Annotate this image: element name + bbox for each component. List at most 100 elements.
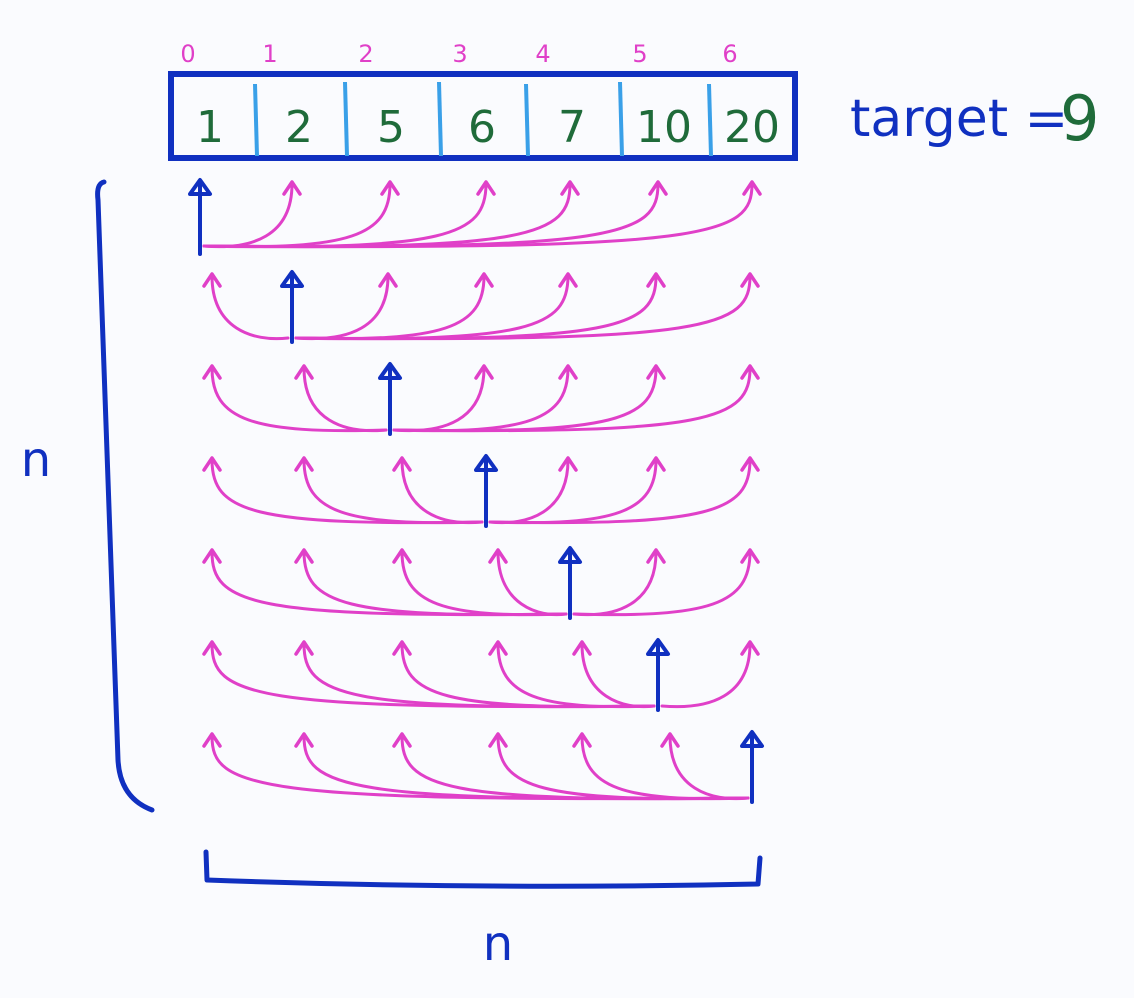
pair-arrow-head-row-5-col-6 [740,640,760,656]
array-value-2: 5 [377,102,405,153]
rows-count-label: n [21,432,51,488]
pair-arrow-head-row-0-col-1 [282,180,302,196]
pair-arrow-head-row-0-col-4 [560,180,580,196]
pair-arrow-head-row-2-col-5 [646,364,666,380]
pair-arrow-row-1-col-6 [294,274,752,341]
pair-arrow-row-6-col-0 [210,734,750,801]
pair-arrow-row-5-col-2 [400,642,656,709]
pair-arrow-head-row-3-col-6 [740,456,760,472]
index-label-1: 1 [262,40,277,68]
pair-arrow-head-row-6-col-0 [202,732,222,748]
pointer-arrow-head-row-3 [474,454,498,472]
pair-arrow-head-row-6-col-5 [660,732,680,748]
pair-arrow-row-0-col-2 [202,182,392,249]
pair-arrow-head-row-1-col-2 [378,272,398,288]
pair-arrow-row-4-col-6 [572,550,752,617]
pair-arrow-head-row-6-col-4 [572,732,592,748]
pair-arrow-head-row-1-col-4 [558,272,578,288]
pair-arrow-head-row-4-col-0 [202,548,222,564]
index-label-6: 6 [722,40,737,68]
pair-arrow-row-0-col-1 [202,182,294,249]
pair-arrow-head-row-5-col-0 [202,640,222,656]
pair-arrow-head-row-5-col-2 [392,640,412,656]
pair-arrow-head-row-4-col-6 [740,548,760,564]
pair-arrow-head-row-3-col-5 [646,456,666,472]
array-divider [437,81,443,157]
array-divider [343,81,349,157]
pair-arrow-head-row-0-col-6 [742,180,762,196]
pair-arrow-row-2-col-1 [302,366,388,433]
pair-arrow-row-5-col-4 [580,642,656,709]
pair-arrow-row-2-col-3 [392,366,486,433]
pair-arrow-head-row-5-col-1 [294,640,314,656]
pair-arrow-head-row-0-col-3 [476,180,496,196]
pair-arrow-row-4-col-0 [210,550,568,617]
pair-arrow-head-row-2-col-4 [558,364,578,380]
pair-arrow-row-4-col-2 [400,550,568,617]
pair-arrow-head-row-1-col-5 [646,272,666,288]
pair-arrow-row-4-col-1 [302,550,568,617]
pair-arrow-row-2-col-6 [392,366,752,433]
pair-arrow-head-row-3-col-4 [558,456,578,472]
pointer-arrow-head-row-2 [378,362,402,380]
array-divider [618,81,624,157]
array-value-3: 6 [468,102,496,153]
pair-arrow-head-row-6-col-2 [392,732,412,748]
cols-bracket [203,849,763,889]
pointer-arrow-head-row-0 [188,178,212,196]
pair-arrow-head-row-5-col-3 [488,640,508,656]
pair-arrow-row-3-col-2 [400,458,484,525]
index-labels: 0 1 2 3 4 5 6 [180,40,737,68]
index-label-0: 0 [180,40,195,68]
array-value-1: 2 [285,102,313,153]
array-box: 1 2 5 6 7 10 20 [168,71,798,161]
array-value-0: 1 [196,102,224,153]
pair-arrow-head-row-4-col-1 [294,548,314,564]
array-outline [168,71,798,161]
pair-arrow-head-row-1-col-6 [740,272,760,288]
pair-arrows [202,180,762,801]
pair-arrow-head-row-0-col-2 [380,180,400,196]
array-divider [253,83,259,157]
index-label-2: 2 [358,40,373,68]
pair-arrow-row-0-col-4 [202,182,572,249]
pair-arrow-row-6-col-1 [302,734,750,801]
array-divider [524,83,530,157]
pair-arrow-head-row-4-col-5 [646,548,666,564]
array-divider [707,83,713,157]
pair-arrow-head-row-3-col-1 [294,456,314,472]
array-value-4: 7 [558,102,586,153]
pointer-arrows [188,178,764,804]
pointer-arrow-head-row-6 [740,730,764,748]
target-expression: target = 9 [850,82,1099,155]
pair-arrow-head-row-2-col-6 [740,364,760,380]
array-value-5: 10 [636,102,692,153]
pair-arrow-head-row-6-col-1 [294,732,314,748]
index-label-3: 3 [452,40,467,68]
pair-arrow-row-4-col-3 [496,550,568,617]
pair-arrow-row-5-col-6 [660,642,752,709]
pair-arrow-row-1-col-4 [294,274,570,341]
pair-arrow-row-3-col-1 [302,458,484,525]
pair-arrow-head-row-3-col-0 [202,456,222,472]
pair-arrow-head-row-2-col-1 [294,364,314,380]
pair-arrow-head-row-5-col-4 [572,640,592,656]
pair-arrow-row-5-col-1 [302,642,656,709]
pair-arrow-head-row-1-col-0 [202,272,222,288]
pair-arrow-head-row-3-col-2 [392,456,412,472]
pair-arrow-row-1-col-0 [210,274,290,341]
pair-arrow-row-2-col-0 [210,366,388,433]
pair-arrow-row-6-col-5 [668,734,750,801]
pair-arrow-head-row-1-col-3 [474,272,494,288]
pair-arrow-row-4-col-5 [572,550,658,617]
pair-arrow-row-1-col-3 [294,274,486,341]
target-value: 9 [1060,82,1099,155]
pair-arrow-head-row-0-col-5 [648,180,668,196]
cols-count-label: n [483,916,513,972]
pair-arrow-row-1-col-2 [294,274,390,341]
pair-arrow-row-3-col-4 [488,458,570,525]
pair-arrow-row-5-col-3 [496,642,656,709]
rows-bracket [95,179,155,813]
pair-arrow-row-3-col-6 [488,458,752,525]
